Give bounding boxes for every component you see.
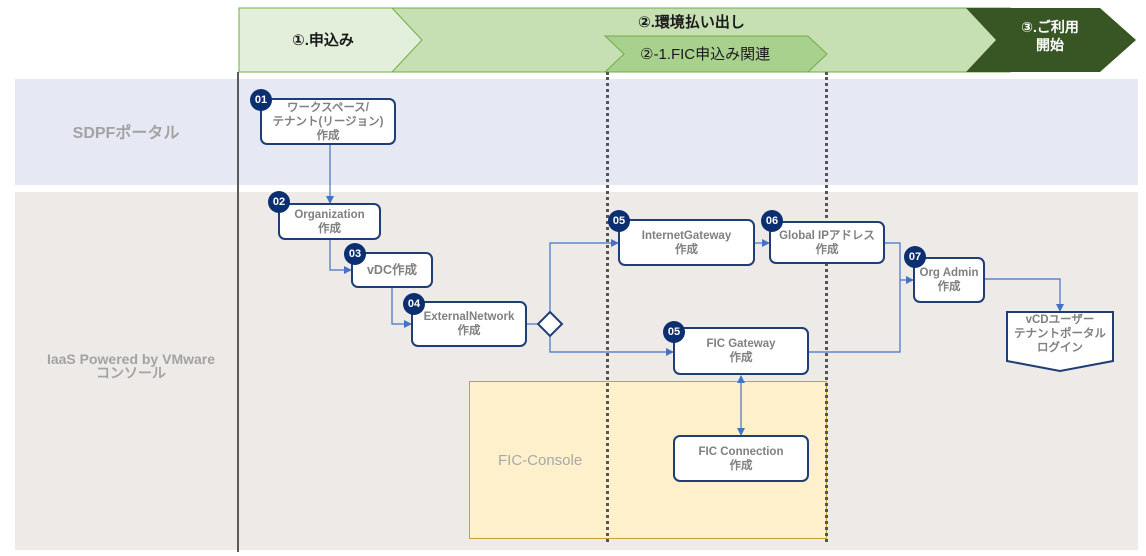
end-line1: vCDユーザー bbox=[1025, 314, 1095, 326]
step-07-badge: 07 bbox=[904, 246, 926, 268]
end-line2: テナントポータル bbox=[1014, 328, 1106, 340]
lane-label-iaas-line1: IaaS Powered by VMware bbox=[46, 351, 216, 367]
step-06-line1: Global IPアドレス bbox=[779, 229, 875, 242]
end-line3: ログイン bbox=[1037, 342, 1083, 354]
phase-3-chevron bbox=[966, 8, 1136, 72]
lane-label-iaas-line2: コンソール bbox=[96, 365, 166, 381]
step-01-workspace-tenant[interactable]: ワークスペース/ テナント(リージョン) 作成 bbox=[260, 98, 396, 145]
phase-boundary-left bbox=[606, 72, 609, 542]
step-02-line2: 作成 bbox=[318, 222, 341, 235]
step-05a-line2: 作成 bbox=[675, 243, 698, 256]
lane-label-iaas: IaaS Powered by VMware コンソール bbox=[15, 352, 247, 380]
step-05-internet-gateway[interactable]: InternetGateway 作成 bbox=[618, 219, 755, 266]
phase-3-label-line1: ③.ご利用 bbox=[1021, 19, 1079, 35]
phase-3-label-line2: 開始 bbox=[1036, 37, 1064, 53]
arrow-07-end bbox=[984, 278, 1064, 312]
step-05a-line1: InternetGateway bbox=[641, 229, 732, 242]
fic-connection-line1: FIC Connection bbox=[698, 445, 784, 458]
arrow-03-04 bbox=[391, 288, 412, 328]
arrow-gateway-fic bbox=[549, 336, 674, 356]
step-03-badge: 03 bbox=[344, 243, 366, 265]
step-02-line1: Organization bbox=[294, 208, 365, 221]
phase-2-label: ②.環境払い出し bbox=[638, 14, 745, 31]
step-06-badge: 06 bbox=[761, 210, 783, 232]
step-04-line2: 作成 bbox=[457, 325, 481, 337]
phase-1-label: ①.申込み bbox=[292, 32, 354, 49]
step-01-line3: 作成 bbox=[316, 129, 340, 142]
step-03-line1: vDC作成 bbox=[366, 263, 417, 277]
fic-connection-node[interactable]: FIC Connection 作成 bbox=[673, 435, 809, 482]
step-05a-badge: 05 bbox=[608, 210, 630, 232]
step-05b-line1: FIC Gateway bbox=[706, 338, 776, 350]
step-05b-badge: 05 bbox=[663, 321, 685, 343]
arrow-06-07 bbox=[884, 242, 914, 284]
fic-connection-line2: 作成 bbox=[729, 459, 753, 472]
decision-gateway-icon bbox=[536, 310, 564, 338]
step-06-global-ip[interactable]: Global IPアドレス 作成 bbox=[769, 221, 885, 264]
lane-label-fic: FIC-Console bbox=[498, 452, 583, 469]
step-03-vdc[interactable]: vDC作成 bbox=[351, 252, 433, 288]
step-05b-line2: 作成 bbox=[729, 352, 753, 364]
step-07-line2: 作成 bbox=[937, 281, 961, 293]
arrow-fic-07 bbox=[808, 280, 901, 353]
step-01-line2: テナント(リージョン) bbox=[272, 115, 384, 128]
phase-header bbox=[238, 7, 1136, 73]
step-07-org-admin[interactable]: Org Admin 作成 bbox=[913, 257, 985, 303]
phase-3-label: ③.ご利用 開始 bbox=[1012, 18, 1088, 54]
lane-divider bbox=[237, 72, 239, 552]
arrow-02-03 bbox=[329, 239, 352, 274]
lane-label-sdpf: SDPFポータル bbox=[72, 125, 180, 142]
phase-1-chevron bbox=[238, 7, 423, 73]
step-04-line1: ExternalNetwork bbox=[423, 311, 515, 323]
phase-boundary-right bbox=[825, 72, 828, 542]
phase-2-1-chevron bbox=[603, 35, 828, 73]
step-01-badge: 01 bbox=[250, 89, 272, 111]
end-event-label: vCDユーザー テナントポータル ログイン bbox=[1007, 313, 1113, 355]
arrow-gateway-internet bbox=[549, 239, 619, 312]
step-04-badge: 04 bbox=[403, 293, 425, 315]
step-05-fic-gateway[interactable]: FIC Gateway 作成 bbox=[673, 327, 809, 375]
end-event-shape bbox=[1006, 311, 1114, 373]
step-02-badge: 02 bbox=[268, 191, 290, 213]
step-02-organization[interactable]: Organization 作成 bbox=[278, 203, 381, 240]
lane-sdpf-portal bbox=[15, 79, 1138, 185]
step-01-line1: ワークスペース/ bbox=[287, 101, 369, 114]
phase-2-1-label: ②-1.FIC申込み関連 bbox=[640, 46, 771, 63]
step-04-external-network[interactable]: ExternalNetwork 作成 bbox=[411, 301, 527, 347]
step-07-line1: Org Admin bbox=[919, 267, 979, 279]
step-06-line2: 作成 bbox=[815, 243, 839, 256]
